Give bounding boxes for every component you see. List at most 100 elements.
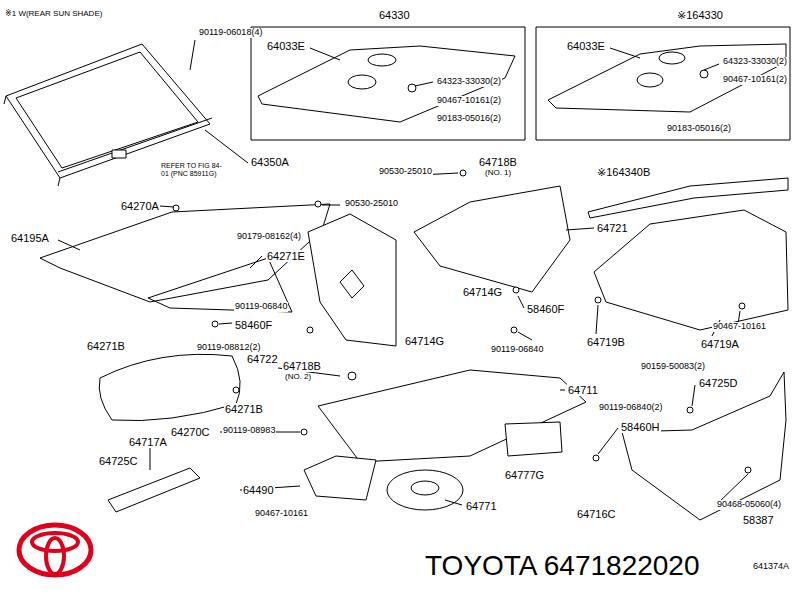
callout-number: 64323-33030(2): [436, 77, 502, 87]
callout-number: 90179-08162(4): [236, 232, 302, 242]
package-tray-trim: [258, 46, 515, 122]
package-tray-trim: [700, 70, 708, 78]
trim-panel: [318, 370, 586, 462]
leader-line: [322, 205, 340, 206]
leader-line: [610, 48, 640, 58]
callout-number: 58387: [742, 514, 775, 526]
callout-number: 64270C: [170, 426, 211, 438]
callout-number: 90467-10161: [712, 322, 767, 332]
leader-line: [250, 256, 262, 268]
trim-panel: [148, 258, 292, 312]
callout-number: 58460F: [234, 319, 273, 331]
sun-shade: [6, 44, 210, 178]
callout-number: 90468-05060(4): [716, 500, 782, 510]
leader-line: [310, 48, 340, 60]
trim-panel: [308, 214, 396, 346]
leader-line: [596, 305, 598, 334]
leader-line: [598, 428, 618, 454]
clip-symbol: [173, 170, 751, 473]
toyota-logo: [19, 525, 91, 575]
callout-number: 64719A: [700, 338, 740, 350]
leader-line: [704, 64, 719, 70]
package-tray-trim: [368, 54, 396, 66]
callout-number: 64717A: [128, 436, 168, 448]
clip-symbol: [315, 201, 321, 207]
part-variant: (NO. 1): [484, 169, 512, 178]
toyota-logo: [46, 538, 64, 574]
option-note: ※1 W(REAR SUN SHADE): [4, 10, 103, 19]
sun-shade: [112, 150, 126, 158]
leader-line: [58, 240, 80, 250]
callout-number: 64718B: [282, 360, 322, 372]
callout-number: 90119-06840: [490, 345, 544, 355]
package-tray-trim: [348, 75, 376, 89]
callout-number: 90467-10161: [254, 509, 309, 519]
callout-number: 90530-25010: [378, 167, 433, 177]
group-box: [251, 27, 790, 140]
sun-shade: [16, 52, 198, 168]
trim-panel: [40, 204, 330, 302]
callout-number: 64716C: [576, 508, 617, 520]
part-variant: (NO. 2): [284, 373, 312, 382]
callout-number: 64271E: [266, 250, 306, 262]
callout-number: 64033E: [266, 40, 306, 52]
package-tray-trim: [659, 52, 685, 64]
leader-line: [518, 332, 532, 340]
trim-panel: [340, 270, 364, 298]
trim-panel: [40, 178, 788, 520]
callout-number: 64725D: [698, 377, 739, 389]
callout-number: 64330: [378, 9, 411, 21]
clip-symbol: [173, 205, 179, 211]
clip-symbol: [513, 287, 519, 293]
callout-number: 64271B: [224, 403, 264, 415]
group-box: [251, 27, 525, 140]
leader-line: [205, 130, 248, 163]
callout-number: 90119-08812(2): [196, 343, 261, 353]
callout-number: 64714G: [404, 335, 445, 347]
leader-line: [150, 448, 151, 470]
clip-symbol: [595, 297, 601, 303]
callout-number: 90530-25010: [344, 199, 399, 209]
callout-number: 64490: [242, 484, 275, 496]
toyota-logo: [32, 533, 78, 551]
callout-number: 64711: [567, 384, 599, 396]
trim-panel: [304, 456, 376, 500]
trim-panel: [505, 422, 562, 456]
callout-number: 64721: [596, 222, 629, 234]
callout-number: 64771: [465, 500, 498, 512]
callout-number: 90159-50083(2): [640, 362, 706, 372]
callout-number: 90119-06840(2): [598, 403, 663, 413]
clip-symbol: [460, 170, 466, 176]
trim-panel: [99, 354, 240, 420]
callout-number: 90119-08983: [222, 426, 276, 436]
trim-panel: [387, 470, 463, 510]
clip-symbol: [233, 387, 239, 393]
group-box: [536, 27, 790, 140]
callout-number: 90183-05016(2): [666, 124, 732, 134]
callout-number: 64350A: [250, 156, 290, 168]
leader-line: [560, 390, 565, 391]
package-tray-trim: [637, 73, 663, 87]
callout-number: 64323-33030(2): [722, 57, 788, 67]
trim-panel: [414, 186, 570, 292]
part-title: TOYOTA 6471822020: [424, 551, 701, 582]
trim-panel: [411, 481, 439, 495]
leader-line: [58, 40, 748, 505]
callout-number: 64718B: [478, 156, 518, 168]
leader-line: [518, 296, 524, 308]
clip-symbol: [301, 429, 307, 435]
clip-symbol: [593, 455, 599, 461]
callout-number: 64722: [246, 353, 279, 365]
callout-number: 641374A: [752, 562, 790, 572]
callout-number: ※164340B: [596, 166, 651, 178]
callout-number: 90183-05016(2): [436, 114, 502, 124]
callout-number: 64725C: [98, 455, 139, 467]
callout-number: 90467-10161(2): [436, 96, 502, 106]
callout-number: 64714G: [462, 286, 503, 298]
callout-number: 64270A: [120, 200, 160, 212]
trim-panel: [622, 372, 786, 520]
clip-symbol: [511, 327, 517, 333]
callout-number: 64719B: [586, 336, 626, 348]
